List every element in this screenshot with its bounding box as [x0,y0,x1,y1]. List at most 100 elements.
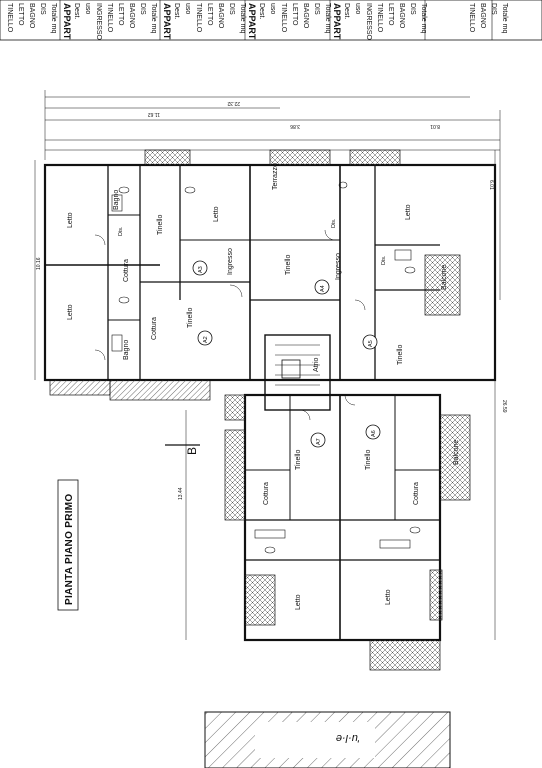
room-cottura-a6: Cottura [413,482,420,505]
header-cell: Totale mq [420,3,427,33]
header-cell: TINELLO [376,3,383,33]
header-cell: APPART [162,3,172,40]
header-cell: uso [269,3,276,14]
room-cottura-a2: Cottura [151,317,158,340]
room-letto-a5: Letto [405,204,412,220]
header-cell: Totale mq [239,3,246,33]
header-cell: BAGNO [217,3,224,29]
dim-left-width: 11.62 [148,111,160,117]
section-mark: B [165,444,200,455]
room-terrazzo: Terrazzo [272,163,279,190]
room-cottura-a1: Cottura [123,259,130,282]
header-cell: DIS [490,3,497,15]
room-dis-a1: Dis. [118,226,124,236]
room-bagno-a2: Bagno [123,340,130,360]
stamp-area: 'u·l·e [204,711,451,768]
room-letto-a1: Letto [67,212,74,228]
header-cell: APPART [62,3,72,40]
apartment-a4: A4 [320,285,326,292]
header-cell: Dest. [258,3,265,19]
room-ingresso-a3: Ingresso [227,248,234,275]
bathroom-fixtures [111,181,421,554]
header-cell: APPART [332,3,342,40]
dim-right-height: 26.59 [501,400,507,413]
room-letto-a7: Letto [295,594,302,610]
room-balcone-a6: Balcone [453,440,460,465]
header-cell: Dest. [73,3,80,19]
header-cell: LETTO [387,3,394,26]
room-letto-a3: Letto [213,206,220,222]
header-cell: BAGNO [479,3,486,29]
apartment-a2: A2 [203,336,209,343]
dim-right-upper: 6.01 [488,180,494,190]
header-cell: INGRESSO [95,3,102,41]
header-cell: Totale mq [324,3,331,33]
header-cell: LETTO [17,3,24,26]
header-cell: uso [84,3,91,14]
dim-overall-width: 22.32 [227,100,240,106]
header-cell: BAGNO [302,3,309,29]
header-cell: DIS [139,3,146,15]
header-cell: BAGNO [128,3,135,29]
header-cell: TINELLO [195,3,202,33]
room-letto-a1b: Letto [67,304,74,320]
header-col6: TINELLO BAGNO DIS Totale mq [468,3,508,33]
door-swings [94,229,366,421]
header-cell: INGRESSO [365,3,372,41]
header-cell: Totale mq [50,3,57,33]
apartment-a6: A6 [371,430,377,437]
room-dis-a5: Dis. [381,255,387,265]
header-cell: DIS [409,3,416,15]
header-cell: TINELLO [468,3,475,33]
apartment-a7: A7 [316,438,322,445]
header-cell: Totale mq [501,3,508,33]
header-cell: APPART [247,3,257,40]
dim-mid-width: 3.86 [290,123,300,129]
header-cell: TINELLO [6,3,13,33]
room-dis-a4: Dis. [331,218,337,228]
dim-bottom-height: 13.44 [178,487,184,500]
section-mark-label: B [185,447,199,455]
room-tinello-a4: Tinello [285,255,292,275]
header-cell: uso [184,3,191,14]
apartment-markers: A3 A2 A4 A5 A7 A6 [192,260,381,448]
header-cell: LETTO [117,3,124,26]
plan-title: PIANTA PIANO PRIMO [64,493,75,605]
dim-left-height: 10.16 [36,257,42,270]
header-cell: BAGNO [398,3,405,29]
dim-right-width: 8.01 [430,123,440,129]
room-tinello-a7: Tinello [295,450,302,470]
room-tinello-a6: Tinello [365,450,372,470]
top-dimension-lines [34,90,501,640]
header-cell: TINELLO [280,3,287,33]
header-cell: LETTO [206,3,213,26]
room-balcone-a5: Balcone [441,265,448,290]
room-atrio: Atrio [313,358,320,373]
header-col1: TINELLO LETTO BAGNO DIS Totale mq [6,3,57,33]
room-ingresso-a4: Ingresso [335,253,342,280]
header-cell: DIS [228,3,235,15]
header-cell: Totale mq [150,3,157,33]
plan-title-box: PIANTA PIANO PRIMO [57,479,79,611]
room-tinello-a2: Tinello [187,308,194,328]
header-cell: uso [354,3,361,14]
header-cell: BAGNO [28,3,35,29]
header-cell: Dest. [173,3,180,19]
header-cell: DIS [39,3,46,15]
header-cell: TINELLO [106,3,113,33]
room-tinello-a5: Tinello [397,345,404,365]
header-cell: DIS [313,3,320,15]
room-labels: Letto Letto Bagno Bagno Tinello Cottura … [67,163,460,610]
room-bagno-a1: Bagno [113,190,120,210]
room-cottura-a7: Cottura [263,482,270,505]
apartment-a3: A3 [198,266,204,273]
header-cell: Dest. [343,3,350,19]
room-letto-a6: Letto [385,589,392,605]
building-walls [43,163,497,642]
